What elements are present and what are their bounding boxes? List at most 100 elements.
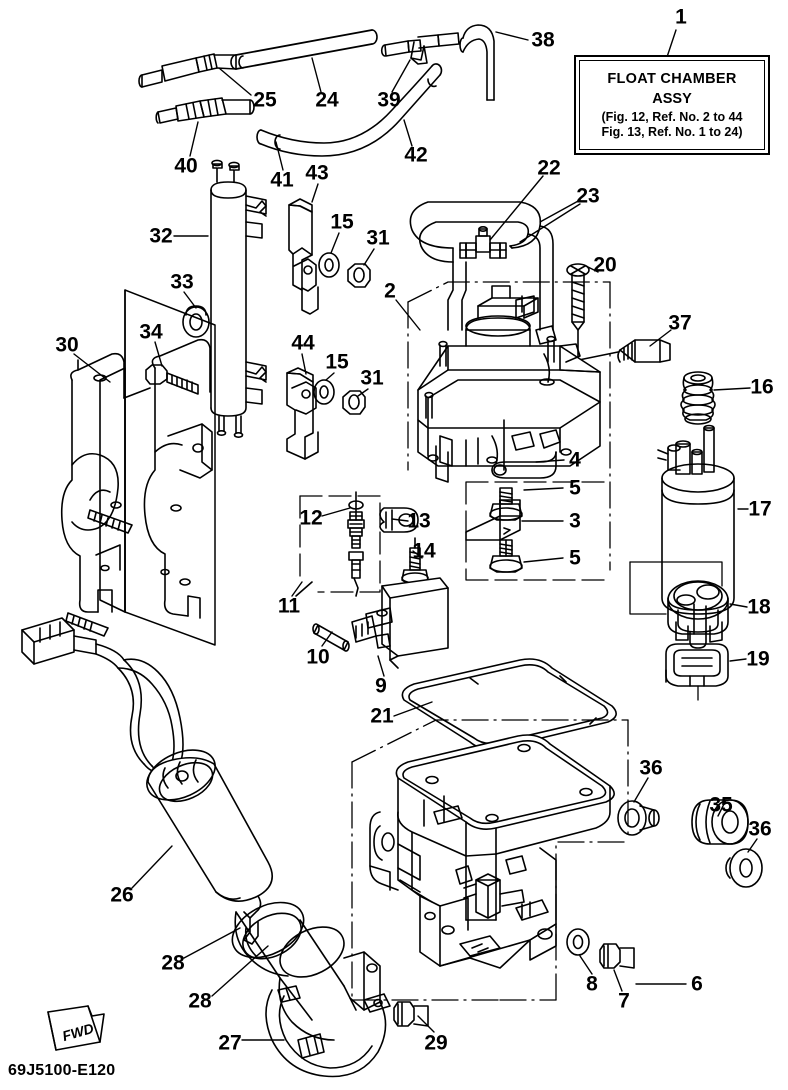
group-6-boundary [351,719,629,1001]
callout-bracket-lower: 44 [291,331,315,355]
callout-bolt: 5 [569,546,581,570]
part-35-damper [691,799,749,845]
part-6-float-chamber-body [369,734,615,969]
part-31-nut-upper [347,263,371,288]
part-39-pipe-joint [380,32,460,65]
part-42-hose [256,63,443,157]
part-16-damper [680,371,716,425]
part-10-pin [312,623,350,652]
callout-float: 9 [375,674,387,698]
callout-grommet: 33 [170,270,194,294]
callout-fuel-pump-electric: 26 [110,883,134,907]
part-18-filter-holder [667,580,729,643]
callout-grommet: 28 [188,989,212,1013]
part-19-connector [665,643,729,687]
part-2-float-chamber-cover [417,285,601,483]
callout-grommet: 28 [161,951,185,975]
bracket-mounting-bolts [65,509,133,637]
callout-connector: 19 [746,647,770,671]
callout-hose: 38 [531,28,555,52]
callout-nut: 31 [360,366,384,390]
part-30-bracket [60,289,216,646]
callout-clip: 13 [407,509,431,533]
callout-screw: 14 [412,539,436,563]
leader-lines [73,29,758,1041]
part-11-pin-line [295,581,313,597]
callout-bolt: 5 [569,476,581,500]
part-17-fuel-pump [657,424,735,649]
part-3-bracket [465,499,521,557]
part-12-needle-valve [347,491,365,597]
part-8-washer [566,928,590,956]
callout-bolt: 29 [424,1031,448,1055]
callout-pin: 11 [277,594,301,618]
callout-pin: 10 [306,645,330,669]
callout-bracket: 3 [569,509,581,533]
part-5-bolt-upper [489,487,523,521]
part-33-grommet [182,305,210,338]
part-32-filter-element [210,159,267,438]
callout-fuel-pump: 17 [748,497,772,521]
title-box: FLOAT CHAMBER ASSY (Fig. 12, Ref. No. 2 … [574,55,770,155]
callout-nut: 31 [366,226,390,250]
part-7-bolt [599,943,635,969]
title-line-3: (Fig. 12, Ref. No. 2 to 44 [601,109,743,124]
callout-fuel-joint: 40 [174,154,198,178]
callout-pipe-joint: 39 [377,88,401,112]
part-15-washer-lower [313,379,335,405]
part-4-stay [491,419,557,479]
callout-bracket-clamp: 27 [218,1031,242,1055]
part-22-pipe-joint-tee [459,226,507,259]
title-line-2: ASSY [652,90,692,107]
part-29-bolt [393,1001,429,1027]
title-line-4: Fig. 13, Ref. No. 1 to 24) [601,124,743,139]
part-15-washer-upper [318,252,340,278]
callout-washer: 15 [325,350,349,374]
callout-bolt: 34 [139,320,163,344]
callout-bracket: 30 [55,333,79,357]
part-36-grommet-upper [617,800,660,836]
callout-float-chamber-assy: 1 [675,5,687,29]
callout-bolt: 7 [618,989,630,1013]
callout-float-chamber-cover-assy: 2 [384,279,396,303]
callout-fuel-pipe: 24 [315,88,339,112]
part-40-fuel-joint [155,97,255,124]
callout-filter-element: 32 [149,224,173,248]
part-43-bracket-upper [288,198,319,315]
callout-gasket: 21 [370,704,394,728]
part-38-hose [459,24,495,101]
callout-pipe-joint-tee: 22 [537,156,561,180]
callout-bracket-upper: 43 [305,161,329,185]
callout-damper: 16 [750,375,774,399]
group-3-boundary [465,481,611,581]
part-28-grommets [231,901,357,1041]
part-9-float [351,577,449,669]
callout-filter-holder: 18 [747,595,771,619]
callout-screw: 20 [593,253,617,277]
callout-plug: 37 [668,311,692,335]
part-44-bracket-lower [286,367,319,460]
callout-needle-valve: 12 [299,506,323,530]
part-36-grommet-lower [725,848,763,888]
callout-washer: 8 [586,972,598,996]
callout-fuel-joint: 25 [253,88,277,112]
right-assembly-connectors [629,561,723,701]
part-25-fuel-joint [138,53,237,88]
callout-washer: 15 [330,210,354,234]
part-26-electric-fuel-pump [21,617,274,945]
callout-hose: 23 [576,184,600,208]
part-5-bolt-lower [489,539,523,573]
callout-grommet: 36 [639,756,663,780]
callout-damper: 35 [709,793,733,817]
title-line-1: FLOAT CHAMBER [607,70,737,87]
callout-stay: 4 [569,448,581,472]
document-code: 69J5100-E120 [8,1062,116,1079]
callout-hose: 42 [404,143,428,167]
part-34-bolt [145,364,199,395]
group-2-boundary [407,281,611,571]
callout-float-chamber-body-assy: 6 [691,972,703,996]
callout-hose: 41 [270,168,294,192]
part-20-screw [566,263,590,396]
